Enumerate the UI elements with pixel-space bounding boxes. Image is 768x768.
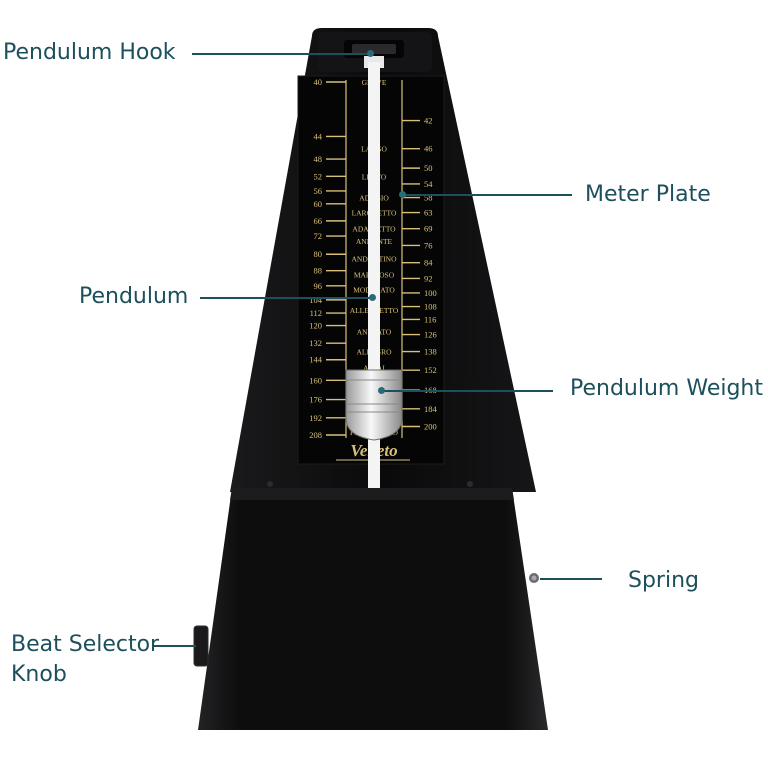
left-tick-label: 40 bbox=[314, 77, 323, 87]
leader-pendulum bbox=[200, 297, 372, 299]
right-tick-label: 138 bbox=[424, 347, 437, 357]
leader-beat-selector-knob bbox=[152, 645, 196, 647]
left-tick-label: 160 bbox=[309, 375, 322, 385]
leader-spring bbox=[540, 578, 602, 580]
right-tick-label: 126 bbox=[424, 330, 437, 340]
right-tick-label: 100 bbox=[424, 288, 437, 298]
left-tick-label: 176 bbox=[309, 395, 322, 405]
left-tick-label: 192 bbox=[309, 413, 322, 423]
left-tick-label: 72 bbox=[314, 231, 323, 241]
right-tick-label: 92 bbox=[424, 273, 433, 283]
label-spring: Spring bbox=[628, 568, 699, 593]
right-tick-label: 50 bbox=[424, 163, 433, 173]
right-tick-label: 42 bbox=[424, 116, 433, 126]
right-tick-label: 46 bbox=[424, 144, 433, 154]
marker-pendulum-weight bbox=[378, 387, 385, 394]
right-tick-label: 116 bbox=[424, 314, 436, 324]
right-tick-label: 76 bbox=[424, 240, 433, 250]
spring-key bbox=[529, 573, 539, 583]
right-tick-label: 84 bbox=[424, 258, 433, 268]
left-tick-label: 80 bbox=[314, 249, 323, 259]
left-tick-label: 104 bbox=[309, 295, 323, 305]
left-tick-label: 56 bbox=[314, 186, 323, 196]
base-screw-right bbox=[467, 481, 473, 487]
right-tick-label: 152 bbox=[424, 365, 437, 375]
base-top-rim bbox=[230, 488, 514, 500]
right-tick-label: 63 bbox=[424, 208, 433, 218]
right-tick-label: 54 bbox=[424, 179, 433, 189]
left-tick-label: 66 bbox=[314, 216, 323, 226]
base-screw-left bbox=[267, 481, 273, 487]
label-pendulum-weight: Pendulum Weight bbox=[570, 376, 763, 401]
left-tick-label: 208 bbox=[309, 430, 322, 440]
right-tick-label: 108 bbox=[424, 302, 437, 312]
left-tick-label: 44 bbox=[314, 131, 323, 141]
leader-pendulum-hook bbox=[192, 53, 370, 55]
left-tick-label: 96 bbox=[314, 281, 323, 291]
left-tick-label: 144 bbox=[309, 355, 323, 365]
label-pendulum-hook: Pendulum Hook bbox=[3, 40, 176, 65]
left-tick-label: 52 bbox=[314, 171, 323, 181]
beat-selector-knob bbox=[193, 625, 209, 667]
metronome-base bbox=[198, 488, 548, 730]
left-tick-label: 112 bbox=[310, 308, 322, 318]
left-tick-label: 132 bbox=[309, 338, 322, 348]
left-tick-label: 120 bbox=[309, 321, 322, 331]
label-pendulum: Pendulum bbox=[79, 284, 189, 309]
left-tick-label: 88 bbox=[314, 266, 323, 276]
marker-pendulum bbox=[369, 294, 376, 301]
right-tick-label: 58 bbox=[424, 193, 433, 203]
left-tick-label: 48 bbox=[314, 154, 323, 164]
pendulum-weight bbox=[345, 369, 403, 441]
right-tick-label: 69 bbox=[424, 224, 433, 234]
label-meter-plate: Meter Plate bbox=[585, 182, 711, 207]
left-tick-label: 60 bbox=[314, 199, 323, 209]
label-beat-selector-knob: Beat Selector Knob bbox=[11, 632, 160, 687]
marker-pendulum-hook bbox=[367, 50, 374, 57]
leader-meter-plate bbox=[404, 194, 572, 196]
right-tick-label: 200 bbox=[424, 421, 437, 431]
marker-meter-plate bbox=[399, 191, 406, 198]
leader-pendulum-weight bbox=[383, 390, 553, 392]
right-tick-label: 184 bbox=[424, 404, 438, 414]
